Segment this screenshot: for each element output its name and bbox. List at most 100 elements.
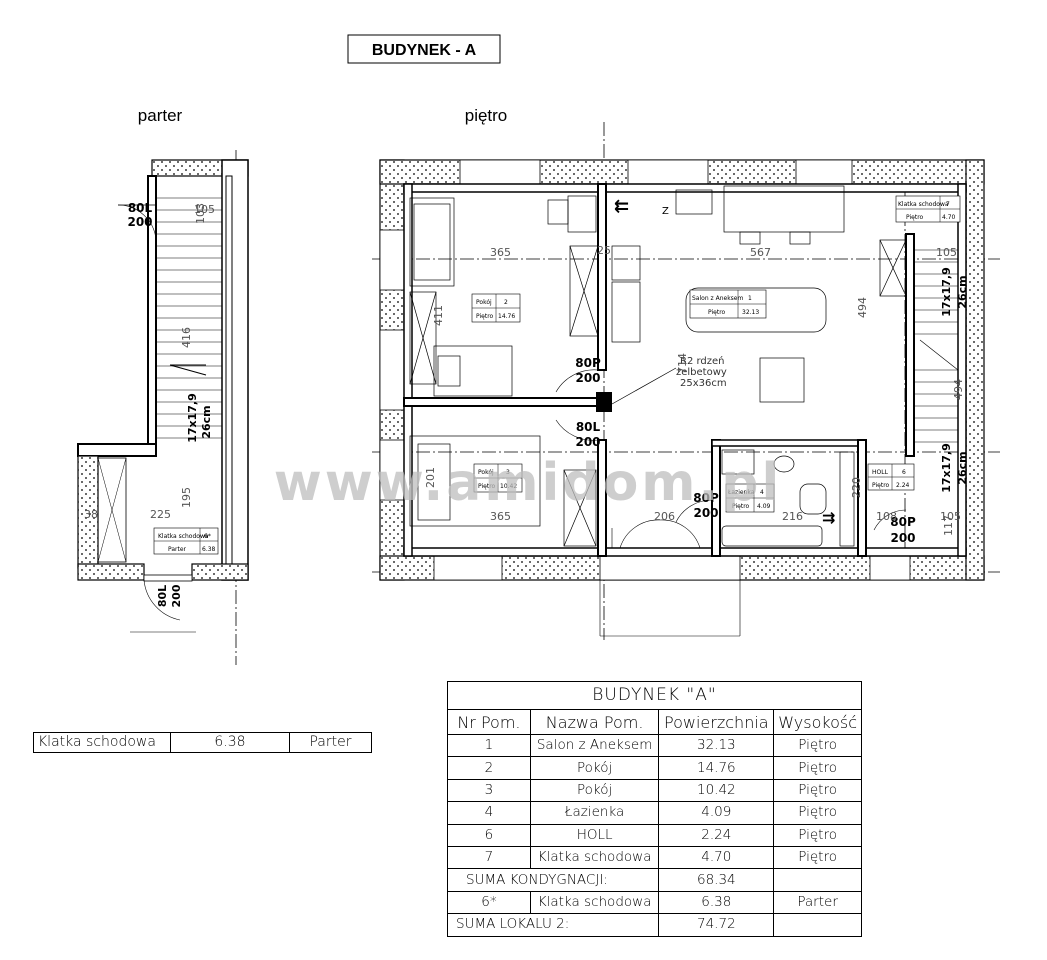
ground-dim-103: 103 (194, 203, 207, 224)
dim-567: 567 (750, 246, 771, 259)
svg-text:3: 3 (506, 469, 510, 476)
ground-floor-label: parter (138, 106, 183, 125)
table-row: 6* Klatka schodowa 6.38 Parter (447, 890, 862, 915)
room-label-klatka: Klatka schodowa 7 Piętro 4.70 (895, 195, 961, 223)
table-row: 4 Łazienka 4.09 Piętro (447, 801, 862, 825)
svg-text:10.42: 10.42 (500, 483, 517, 490)
core-line-2: żelbetowy (676, 367, 727, 378)
ground-dim-416: 416 (180, 327, 193, 348)
dim-105-bottom: 105 (940, 510, 961, 523)
svg-text:4: 4 (760, 489, 764, 496)
svg-text:32.13: 32.13 (742, 309, 759, 316)
dim-220: 220 (850, 477, 863, 498)
svg-text:14.76: 14.76 (498, 313, 515, 320)
table-row: Klatka schodowa 6.38 Parter (33, 732, 372, 753)
dim-494-right: 494 (856, 297, 869, 318)
svg-text:Piętro: Piętro (476, 313, 494, 320)
svg-text:Klatka schodowa: Klatka schodowa (898, 201, 949, 208)
ground-dim-38: 38 (84, 508, 98, 521)
svg-text:7: 7 (946, 201, 950, 208)
svg-text:Klatka schodowa: Klatka schodowa (158, 533, 209, 540)
svg-text:6: 6 (902, 469, 906, 476)
svg-text:Salon z Aneksem: Salon z Aneksem (692, 295, 743, 302)
table-row: 1 Salon z Aneksem 32.13 Piętro (447, 733, 862, 758)
svg-text:1: 1 (748, 295, 752, 302)
side-name: Klatka schodowa (33, 732, 171, 753)
door-80p-bath-height: 200 (693, 506, 718, 520)
core-line-3: 25x36cm (680, 378, 727, 389)
room-area-table: BUDYNEK "A" Nr Pom. Nazwa Pom. Powierzch… (446, 681, 862, 937)
door-80p-holl-type: 80P (890, 515, 916, 529)
svg-text:⇇: ⇇ (614, 196, 629, 217)
building-title-box: BUDYNEK - A (347, 34, 501, 64)
svg-text:Łazienka: Łazienka (727, 489, 755, 496)
upper-floor-label: piętro (465, 106, 508, 125)
svg-text:⇉: ⇉ (822, 508, 835, 527)
dim-365-bottom: 365 (490, 510, 511, 523)
ground-stair-rise: 17x17,9 (186, 393, 199, 443)
ground-floor-plan: 80L 200 80L 200 105 103 416 195 225 38 1… (77, 159, 249, 633)
room-label-pokoj-2: Pokój 2 Piętro 14.76 (471, 293, 521, 323)
z-marker: Z (662, 206, 669, 217)
ground-door-bottom-height: 200 (170, 584, 183, 607)
door-80p-holl-height: 200 (890, 531, 915, 545)
ground-stair-tread: 26cm (200, 405, 213, 438)
svg-text:Piętro: Piętro (478, 483, 496, 490)
dim-108: 108 (876, 510, 897, 523)
col-header-height: Wysokość (773, 709, 862, 735)
ground-door-top-height: 200 (127, 215, 152, 229)
room-label-holl: HOLL 6 Piętro 2.24 (867, 463, 915, 491)
room-label-salon: Salon z Aneksem 1 Piętro 32.13 (689, 289, 767, 319)
dim-494-stair: 494 (952, 379, 965, 400)
ground-door-top-type: 80L (128, 201, 153, 215)
ground-summary-table: Klatka schodowa 6.38 Parter (33, 732, 372, 753)
col-header-name: Nazwa Pom. (529, 709, 660, 735)
watermark: www.amidom.pl (274, 453, 783, 513)
upper-stair-rise: 17x17,9 (940, 267, 953, 317)
side-floor: Parter (289, 732, 372, 753)
ground-dim-195: 195 (180, 487, 193, 508)
svg-text:HOLL: HOLL (872, 469, 889, 476)
room-label-pokoj-3: Pokój 3 Piętro 10.42 (473, 463, 523, 493)
table-row: 6 HOLL 2.24 Piętro (447, 823, 862, 847)
svg-text:Piętro: Piętro (906, 214, 924, 221)
svg-text:4.09: 4.09 (757, 503, 771, 510)
door-80p-room2-height: 200 (575, 371, 600, 385)
dim-714: 714 (676, 353, 689, 374)
upper-floor-plan: ⇇ ⇉ Z 80P 200 80L 200 80P 200 80P 200 17… (379, 159, 985, 637)
dim-25: 25 (597, 244, 611, 257)
svg-text:Parter: Parter (168, 546, 187, 553)
room-label-lazienka: Łazienka 4 Piętro 4.09 (725, 483, 775, 513)
svg-text:Piętro: Piętro (872, 482, 890, 489)
upper-stair2-tread: 26cm (956, 451, 969, 484)
svg-text:Pokój: Pokój (476, 299, 492, 306)
building-title: BUDYNEK - A (372, 42, 477, 59)
svg-text:6.38: 6.38 (202, 546, 216, 553)
svg-text:6*: 6* (204, 533, 211, 540)
upper-stair2-rise: 17x17,9 (940, 443, 953, 493)
door-80p-room2-type: 80P (575, 356, 601, 370)
svg-text:Piętro: Piętro (708, 309, 726, 316)
core-line-1: R2 rdzeń (680, 355, 725, 367)
svg-text:2: 2 (504, 299, 508, 306)
door-80l-room3-type: 80L (576, 420, 601, 434)
dim-216: 216 (782, 510, 803, 523)
dim-206: 206 (654, 510, 675, 523)
table-title: BUDYNEK "A" (447, 681, 862, 710)
svg-text:4.70: 4.70 (942, 214, 956, 221)
dim-411: 411 (432, 305, 445, 326)
upper-stair-tread: 26cm (956, 275, 969, 308)
side-area: 6.38 (170, 732, 290, 753)
dim-201: 201 (424, 467, 437, 488)
floor-plan-drawing: BUDYNEK - A parter piętro (77, 34, 1000, 665)
ground-room-label: Klatka schodowa 6* Parter 6.38 (153, 527, 219, 555)
ground-dim-225: 225 (150, 508, 171, 521)
table-row-sum-floor: SUMA KONDYGNACJI: 68.34 (446, 868, 862, 892)
table-row: 7 Klatka schodowa 4.70 Piętro (447, 845, 862, 870)
ground-dim-105: 105 (194, 203, 215, 216)
ground-door-bottom-type: 80L (156, 585, 169, 607)
table-row: 3 Pokój 10.42 Piętro (447, 778, 862, 803)
table-row: 2 Pokój 14.76 Piętro (447, 756, 862, 780)
svg-text:Piętro: Piętro (732, 503, 750, 510)
table-header-row: Nr Pom. Nazwa Pom. Powierzchnia Wysokość (447, 709, 862, 735)
